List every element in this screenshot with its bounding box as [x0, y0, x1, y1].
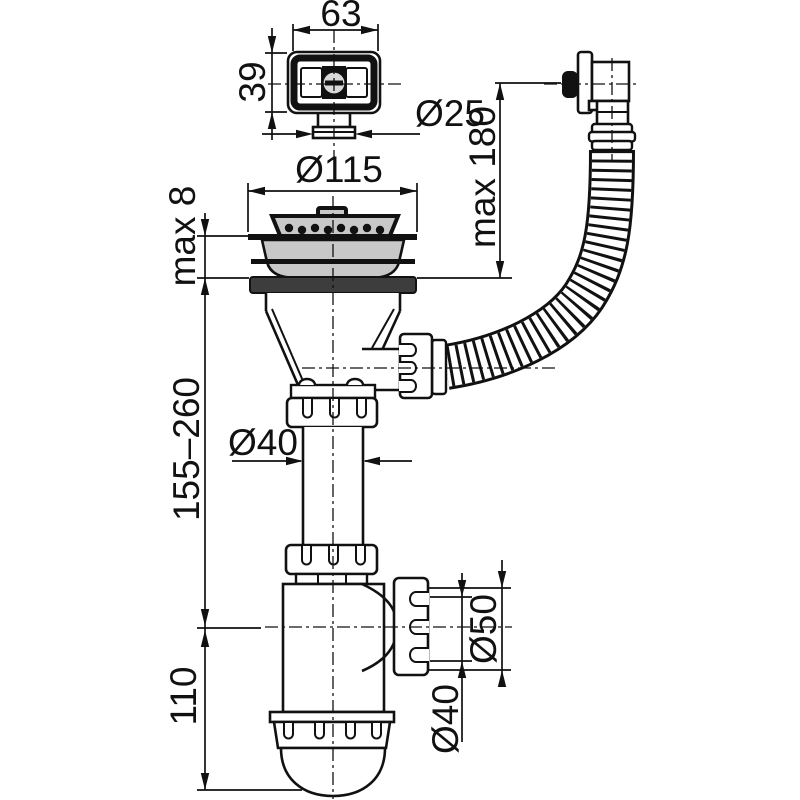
- trap-neck: [294, 572, 369, 586]
- trap-union-nut: [284, 543, 379, 586]
- dim-label-d115: Ø115: [295, 149, 383, 190]
- dim-label-max-8: max 8: [162, 186, 203, 287]
- dim-label-max-180: max 180: [462, 106, 503, 248]
- dim-label-d40-pipe: Ø40: [228, 422, 298, 463]
- upper-union-nut: [285, 396, 379, 429]
- dimension-tailpipe-diameter: Ø40: [228, 422, 412, 466]
- trap-body: [281, 576, 430, 714]
- dimensions: 63 39 Ø25 Ø115: [162, 0, 561, 791]
- elbow-body: [590, 60, 631, 103]
- dim-label-d50: Ø50: [463, 594, 504, 664]
- dim-label-155-260: 155–260: [166, 377, 207, 521]
- dim-label-110: 110: [163, 667, 204, 726]
- dimension-outlet-d40: Ø40: [425, 573, 472, 754]
- dim-label-d25: Ø25: [415, 93, 485, 134]
- dimension-overflow-height: 39: [232, 28, 287, 140]
- dimension-overflow-width: 63: [292, 0, 379, 51]
- hose-end-sleeve: [430, 338, 448, 396]
- overflow-elbow-fitting: [562, 50, 637, 152]
- dimension-left-stack: max 8 155–260 110: [162, 186, 302, 791]
- overflow-corrugated-hose: [442, 149, 635, 390]
- dim-label-39: 39: [232, 61, 273, 102]
- cover-slot-left: [300, 67, 323, 98]
- basket-drain-holes: [284, 223, 385, 235]
- centerlines: [265, 30, 640, 799]
- trap-cup-nut: [268, 710, 396, 750]
- dimension-overflow-stub: Ø25: [262, 93, 485, 139]
- basket-strainer: [269, 206, 401, 240]
- cover-slot-right: [345, 67, 368, 98]
- dim-label-63: 63: [320, 0, 361, 34]
- dimension-hose-max-height: max 180: [417, 82, 561, 279]
- drain-funnel: [264, 293, 448, 400]
- dimension-outlet-d50: Ø50: [428, 560, 511, 687]
- dimension-strainer-diameter: Ø115: [247, 149, 418, 232]
- dim-label-d40-outlet: Ø40: [425, 684, 466, 754]
